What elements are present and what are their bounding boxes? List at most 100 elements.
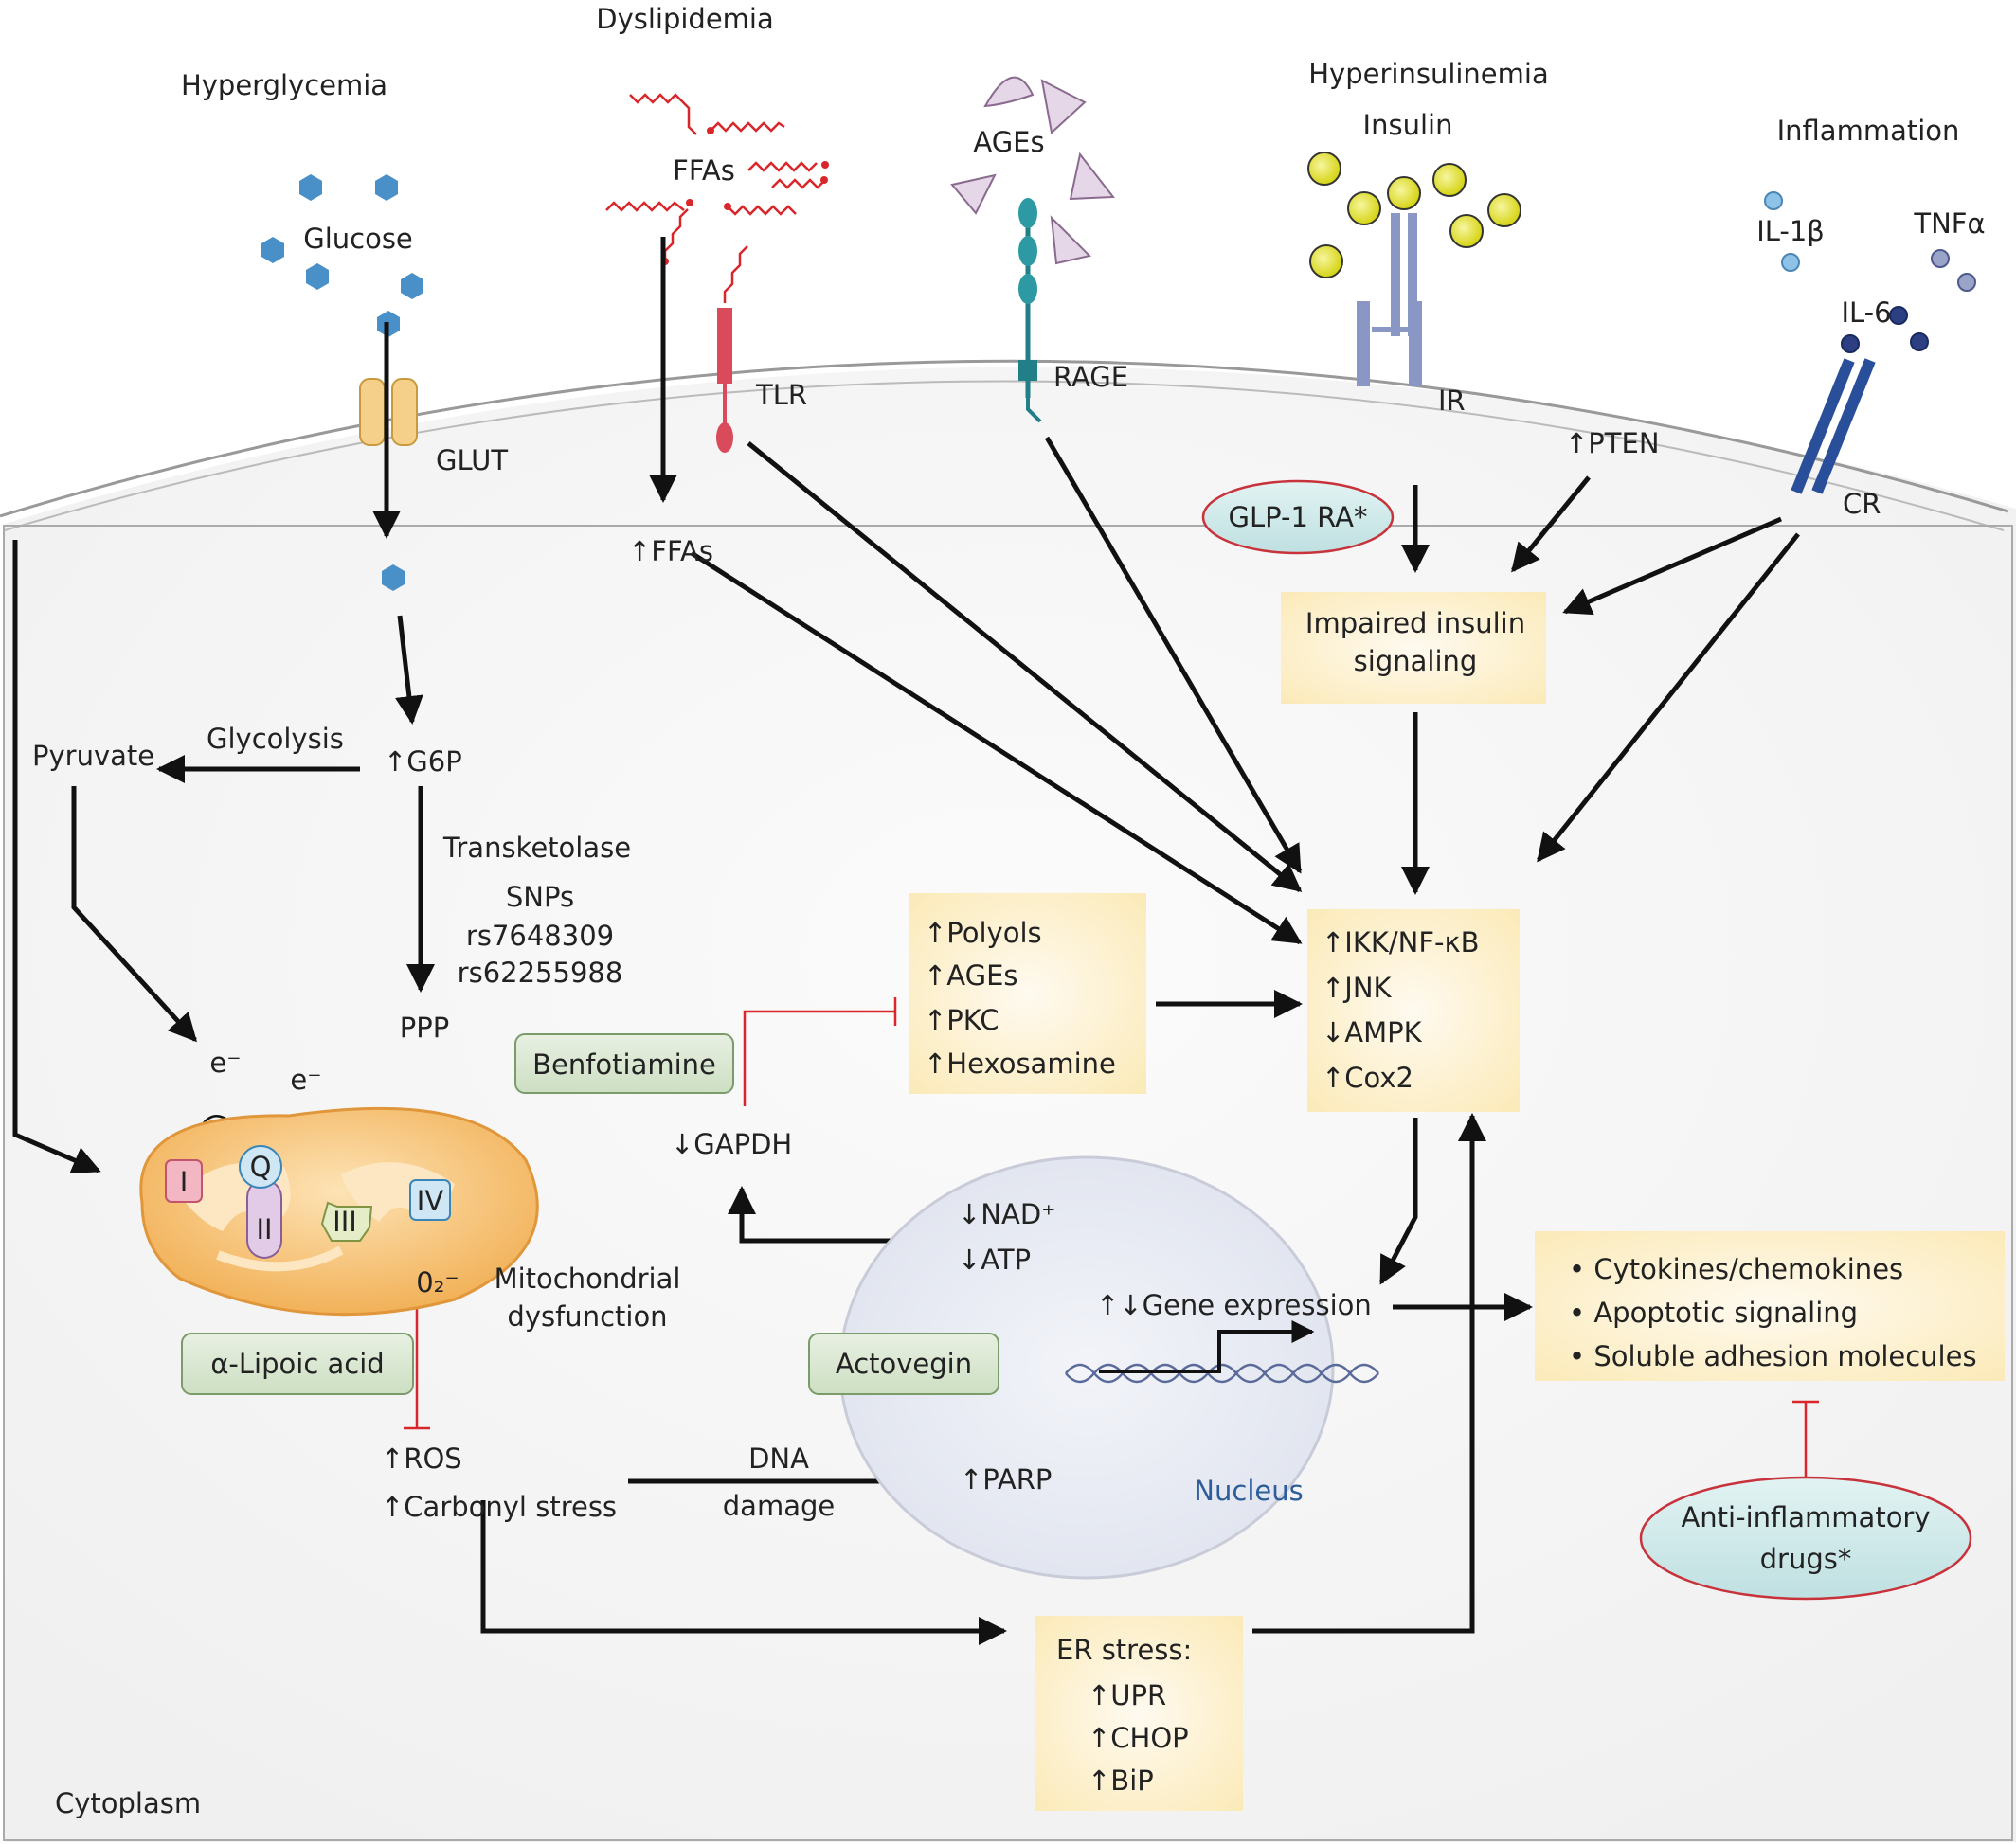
tlr-receptor-icon [716, 308, 733, 453]
benfotiamine-label: Benfotiamine [532, 1048, 716, 1081]
complex-iv-icon [409, 1179, 451, 1221]
benfotiamine-box [514, 1033, 734, 1094]
rage-receptor-icon [1018, 198, 1042, 423]
glut-transporter-icon [359, 378, 418, 446]
il6-icon [1841, 334, 1860, 353]
il1b-label: IL-1β [1756, 215, 1825, 247]
lipoic-acid-box [181, 1333, 414, 1395]
insulin-icon [1347, 191, 1381, 225]
anti-inflammatory-label: drugs* [1760, 1543, 1852, 1575]
ffa-heads [661, 127, 829, 265]
insulin-icon [1432, 163, 1467, 197]
glucose-label: Glucose [303, 223, 413, 255]
insulin-icon [1449, 214, 1484, 248]
il6-icon [1889, 306, 1908, 325]
glucose-icon [261, 237, 284, 263]
er-stress-title: ER stress: [1056, 1634, 1192, 1666]
ages-molecules [950, 76, 1115, 265]
pathway-item: ↑AGEs [924, 959, 1018, 992]
glut-label: GLUT [436, 444, 508, 476]
ffa-chains [605, 93, 826, 303]
parp-label: ↑PARP [960, 1463, 1052, 1496]
complex-ii-label: II [256, 1213, 272, 1245]
age-icon [1040, 79, 1087, 134]
er-stress-item: ↑CHOP [1088, 1722, 1189, 1754]
pathways-box [909, 893, 1146, 1094]
ffa-icon [663, 208, 689, 260]
tnfa-icon [1957, 273, 1976, 292]
il1b-icon [1781, 253, 1800, 272]
ffas-label: FFAs [673, 154, 735, 187]
kinase-item: ↑Cox2 [1322, 1062, 1413, 1094]
ffa-icon [629, 93, 697, 135]
age-icon [1050, 215, 1091, 265]
outcome-item: • Apoptotic signaling [1569, 1297, 1858, 1329]
gene-expression-label: ↑↓Gene expression [1096, 1289, 1372, 1321]
glucose-icon [306, 263, 329, 290]
il6-icon [1910, 332, 1929, 351]
dna-damage-label: damage [723, 1490, 835, 1522]
rage-label: RAGE [1053, 361, 1128, 393]
ir-label: IR [1438, 385, 1466, 417]
il1b-icon [1764, 191, 1783, 210]
dna-damage-label: DNA [748, 1442, 809, 1475]
cytokine-receptor-icon [1791, 358, 1876, 494]
pten-label: ↑PTEN [1565, 427, 1660, 459]
hyperinsulinemia-label: Hyperinsulinemia [1308, 58, 1548, 90]
atp-label: ↓ATP [958, 1244, 1031, 1276]
nad-label: ↓NAD⁺ [958, 1198, 1055, 1230]
glucose-icon [382, 564, 405, 591]
actovegin-box [808, 1333, 999, 1395]
anti-inflammatory-label: Anti-inflammatory [1681, 1501, 1930, 1533]
er-stress-box [1035, 1616, 1243, 1811]
mitochondrial-dysfunction-label: dysfunction [507, 1300, 667, 1333]
tlr-label: TLR [755, 379, 807, 411]
lipoic-acid-label: α-Lipoic acid [210, 1348, 384, 1380]
snp-rs7648309: rs7648309 [466, 920, 614, 952]
pathway-item: ↑Polyols [924, 917, 1042, 949]
carbonyl-stress-label: ↑Carbonyl stress [381, 1491, 617, 1523]
inflammation-label: Inflammation [1777, 115, 1960, 147]
age-icon [950, 173, 997, 215]
age-icon [983, 76, 1035, 108]
g6p-label: ↑G6P [384, 745, 462, 778]
ffas-increase-label: ↑FFAs [628, 535, 713, 567]
complex-i-label: I [180, 1166, 189, 1198]
glucose-icon [401, 273, 423, 299]
complex-q-icon [239, 1145, 282, 1189]
actovegin-label: Actovegin [836, 1348, 972, 1380]
activation-arrows [12, 237, 1800, 1645]
complex-iv-label: IV [417, 1185, 444, 1217]
ages-label: AGEs [973, 126, 1044, 158]
impaired-insulin-box [1281, 592, 1546, 704]
cytokine-molecules [1764, 191, 1976, 353]
impaired-insulin-text: Impaired insulin [1305, 607, 1525, 639]
outcome-item: • Cytokines/chemokines [1569, 1253, 1903, 1285]
ros-label: ↑ROS [381, 1442, 462, 1475]
insulin-molecules [1307, 152, 1521, 278]
complex-q-label: Q [250, 1151, 272, 1183]
glp1-ra-label: GLP-1 RA* [1229, 501, 1368, 533]
ffa-icon [747, 161, 818, 172]
glucose-icon [299, 174, 322, 201]
transcription-arrow [1099, 1320, 1315, 1373]
er-stress-item: ↑BiP [1088, 1764, 1154, 1797]
snp-rs62255988: rs62255988 [458, 957, 623, 989]
age-icon [1069, 152, 1115, 201]
kinase-item: ↑IKK/NF-κB [1322, 926, 1479, 958]
glucose-icon [375, 174, 398, 201]
ffa-icon [723, 245, 748, 303]
electron-label: e⁻ [290, 1064, 321, 1096]
glucose-molecules [261, 174, 423, 591]
hyperglycemia-label: Hyperglycemia [181, 69, 387, 101]
electron-label: e⁻ [209, 1047, 241, 1079]
kinase-item: ↓AMPK [1322, 1016, 1423, 1048]
il6-label: IL-6 [1841, 296, 1891, 329]
impaired-insulin-text: signaling [1354, 645, 1478, 677]
ppp-label: PPP [400, 1012, 449, 1044]
outcomes-box [1535, 1231, 2005, 1381]
cell-border [3, 525, 2013, 1841]
tnfa-label: TNFα [1913, 207, 1985, 240]
complex-iii-label: III [333, 1206, 357, 1238]
pathway-item: ↑PKC [924, 1004, 999, 1036]
